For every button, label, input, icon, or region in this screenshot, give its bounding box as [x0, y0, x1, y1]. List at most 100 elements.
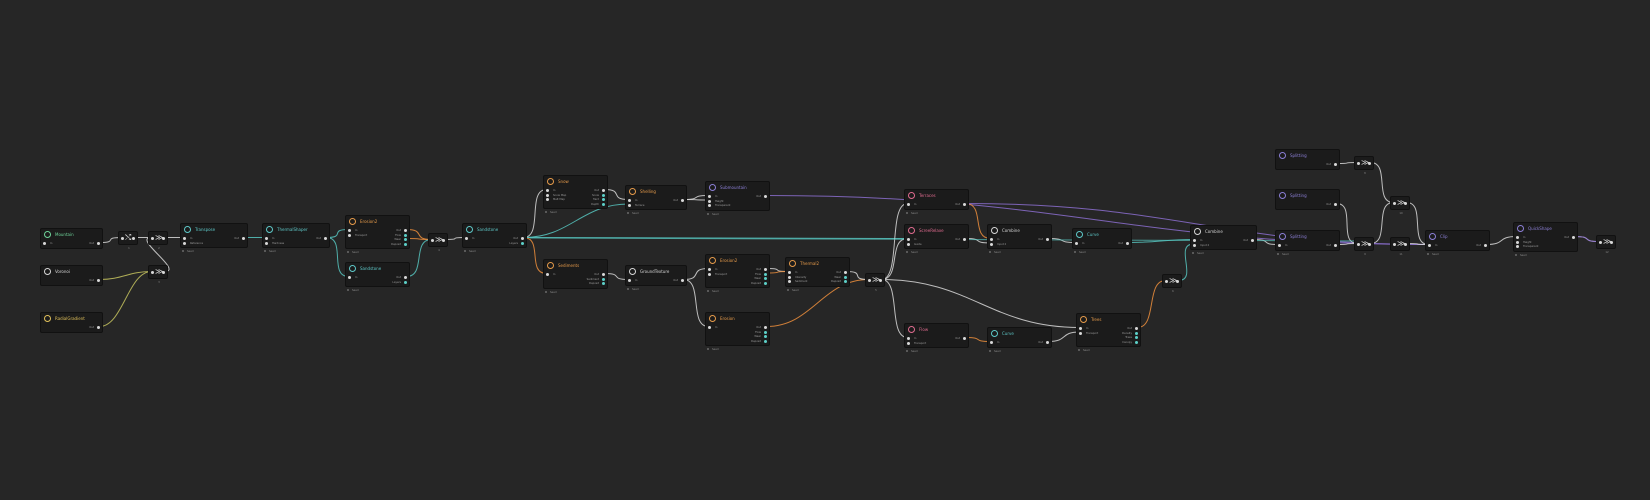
input-pin[interactable] — [907, 238, 910, 241]
input-pin[interactable] — [1193, 243, 1196, 247]
output-pin[interactable] — [97, 326, 100, 329]
input-pin[interactable] — [628, 203, 631, 207]
input-pin[interactable] — [1516, 240, 1519, 244]
output-pin[interactable] — [404, 229, 407, 232]
output-pin[interactable] — [764, 326, 767, 329]
output-pin[interactable] — [1126, 242, 1129, 245]
output-pin[interactable] — [1484, 244, 1487, 247]
output-pin[interactable] — [521, 241, 524, 245]
output-pin[interactable] — [242, 237, 245, 240]
input-pin[interactable] — [1165, 280, 1168, 283]
node-header[interactable]: Splitting — [1276, 231, 1339, 242]
output-pin[interactable] — [1046, 341, 1049, 344]
input-pin[interactable] — [708, 195, 711, 198]
reroute-node[interactable]: ≫3 — [148, 265, 168, 284]
input-pin[interactable] — [628, 199, 631, 202]
node-header[interactable]: Snow — [544, 176, 607, 187]
output-pin[interactable] — [844, 275, 847, 279]
input-pin[interactable] — [183, 237, 186, 240]
output-pin[interactable] — [97, 242, 100, 245]
reroute-node[interactable]: ≫12 — [1596, 235, 1616, 254]
output-pin[interactable] — [602, 193, 605, 197]
input-pin[interactable] — [183, 241, 186, 245]
input-pin[interactable] — [546, 273, 549, 276]
input-pin[interactable] — [1393, 243, 1396, 246]
output-pin[interactable] — [764, 281, 767, 285]
output-pin[interactable] — [844, 280, 847, 283]
output-pin[interactable] — [1610, 241, 1613, 244]
input-pin[interactable] — [990, 242, 993, 246]
input-pin[interactable] — [348, 276, 351, 279]
reroute-node[interactable]: ≫2 — [148, 231, 168, 250]
node-header[interactable]: Flow — [905, 324, 968, 335]
output-pin[interactable] — [602, 273, 605, 276]
node-header[interactable]: Erosion2 — [346, 216, 409, 227]
input-pin[interactable] — [546, 189, 549, 192]
output-pin[interactable] — [764, 268, 767, 271]
output-pin[interactable] — [764, 272, 767, 276]
output-pin[interactable] — [404, 233, 407, 237]
output-pin[interactable] — [1046, 238, 1049, 241]
input-pin[interactable] — [990, 238, 993, 241]
output-pin[interactable] — [1135, 340, 1138, 344]
input-pin[interactable] — [151, 237, 154, 240]
output-pin[interactable] — [681, 279, 684, 282]
input-pin[interactable] — [1428, 244, 1431, 247]
input-pin[interactable] — [1193, 239, 1196, 242]
output-pin[interactable] — [404, 276, 407, 279]
output-pin[interactable] — [764, 335, 767, 338]
input-pin[interactable] — [628, 279, 631, 282]
node-header[interactable]: Clip — [1426, 231, 1489, 242]
output-pin[interactable] — [404, 280, 407, 284]
input-pin[interactable] — [1516, 236, 1519, 239]
node-header[interactable]: Combine — [988, 225, 1051, 236]
node-header[interactable]: ScreeRelaxe — [905, 225, 968, 236]
node-header[interactable]: RadialGradient — [41, 313, 102, 324]
output-pin[interactable] — [1368, 162, 1371, 165]
input-pin[interactable] — [265, 241, 268, 245]
output-pin[interactable] — [963, 203, 966, 206]
reroute-node[interactable]: ≫9 — [1354, 237, 1374, 256]
output-pin[interactable] — [879, 279, 882, 282]
input-pin[interactable] — [1079, 331, 1082, 335]
input-pin[interactable] — [788, 271, 791, 274]
output-pin[interactable] — [764, 195, 767, 198]
input-pin[interactable] — [1393, 202, 1396, 205]
node-header[interactable]: Curve — [1073, 229, 1131, 240]
node-header[interactable]: Sandstone — [463, 224, 526, 235]
input-pin[interactable] — [151, 271, 154, 274]
output-pin[interactable] — [602, 189, 605, 192]
output-pin[interactable] — [324, 237, 327, 240]
node-header[interactable]: Curve — [988, 328, 1051, 339]
output-pin[interactable] — [521, 237, 524, 240]
node-header[interactable]: Terraces — [905, 190, 968, 201]
output-pin[interactable] — [1404, 243, 1407, 246]
node-header[interactable]: Trees — [1077, 314, 1140, 325]
node-header[interactable]: Erosion2 — [706, 255, 769, 266]
input-pin[interactable] — [788, 280, 791, 283]
output-pin[interactable] — [963, 238, 966, 241]
output-pin[interactable] — [602, 202, 605, 206]
input-pin[interactable] — [708, 326, 711, 329]
output-pin[interactable] — [97, 279, 100, 282]
node-header[interactable]: Shelling — [626, 186, 686, 197]
output-pin[interactable] — [602, 277, 605, 281]
node-header[interactable]: Erosion — [706, 313, 769, 324]
output-pin[interactable] — [764, 339, 767, 343]
node-header[interactable]: Splitting — [1276, 150, 1339, 161]
